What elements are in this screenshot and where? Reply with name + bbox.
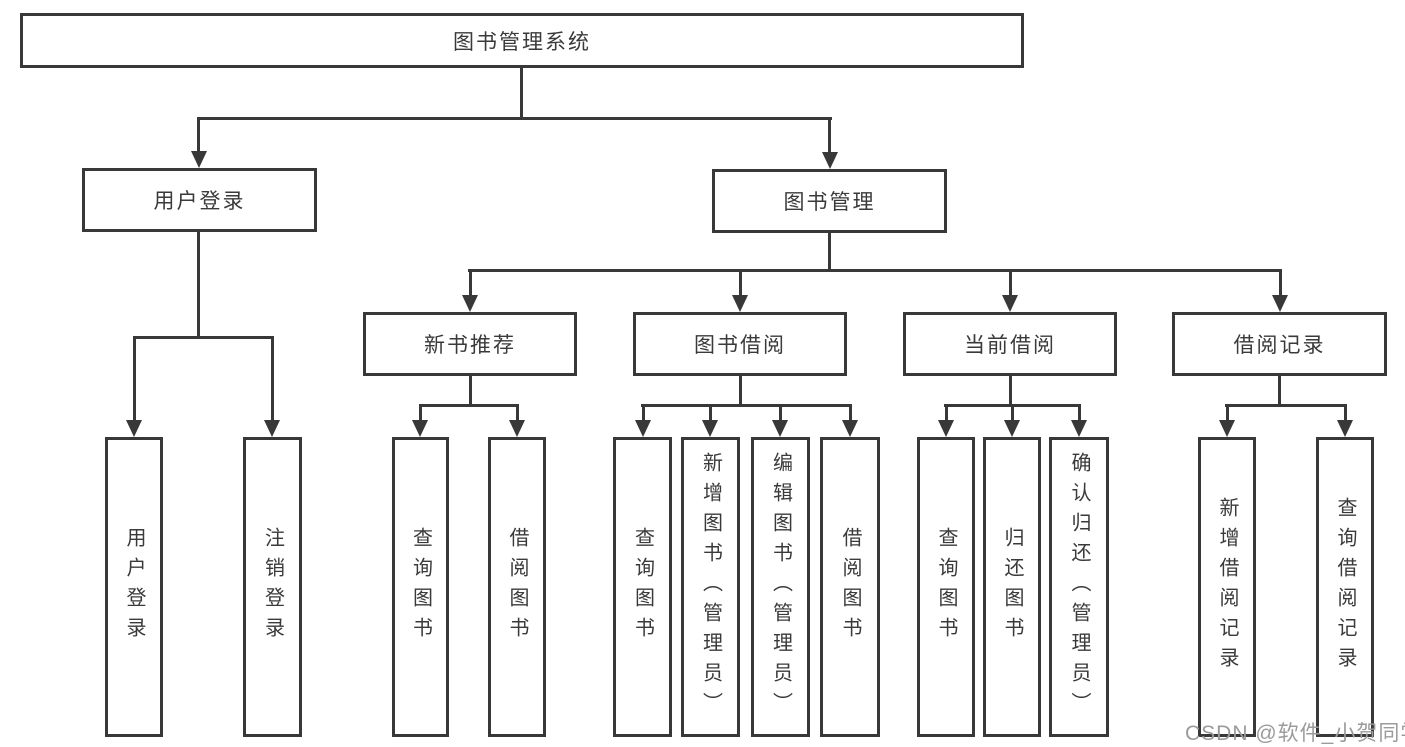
connector-new-book-trunk: [469, 374, 472, 407]
arrow-query-books-a: [412, 420, 428, 437]
arrow-borrow-books-b: [842, 420, 858, 437]
connector-book-mgmt-trunk: [828, 231, 831, 272]
leaf-borrow-books-borrow: 借阅图书: [820, 437, 880, 737]
connector-stem-current-borrow: [1009, 269, 1012, 297]
connector-current-borrow-trunk: [1009, 374, 1012, 407]
arrow-confirm-return: [1071, 420, 1087, 437]
connector-book-borrow-branch-bar: [641, 404, 851, 407]
connector-root-trunk: [520, 66, 523, 119]
arrow-current-borrow: [1002, 295, 1018, 312]
connector-user-login-trunk: [197, 230, 200, 339]
connector-stem-user-login: [197, 117, 200, 153]
leaf-add-borrow-record: 新增借阅记录: [1198, 437, 1256, 737]
leaf-query-books-recommend: 查询图书: [392, 437, 449, 737]
connector-stem-borrow-records: [1279, 269, 1282, 297]
connector-borrow-records-branch-bar: [1225, 404, 1346, 407]
connector-stem-edit-books: [779, 404, 782, 422]
node-book-borrow: 图书借阅: [633, 312, 847, 376]
arrow-add-record: [1219, 420, 1235, 437]
arrow-query-books-b: [635, 420, 651, 437]
node-root-system: 图书管理系统: [20, 13, 1024, 68]
connector-borrow-records-trunk: [1278, 374, 1281, 407]
leaf-query-borrow-record: 查询借阅记录: [1316, 437, 1374, 737]
connector-stem-logout-leaf: [271, 336, 274, 421]
connector-stem-book-borrow: [739, 269, 742, 297]
connector-stem-query-record: [1344, 404, 1347, 422]
node-user-login: 用户登录: [82, 168, 317, 232]
leaf-return-books: 归还图书: [983, 437, 1041, 737]
arrow-query-record: [1337, 420, 1353, 437]
connector-stem-query-books-c: [945, 404, 948, 422]
csdn-watermark: CSDN @软件_小贺同学: [1185, 722, 1405, 745]
leaf-user-login: 用户登录: [105, 437, 163, 737]
node-current-borrow: 当前借阅: [903, 312, 1117, 376]
leaf-add-books-admin: 新增图书（管理员）: [681, 437, 740, 737]
connector-stem-borrow-books-b: [849, 404, 852, 422]
connector-stem-book-management: [828, 117, 831, 154]
arrow-new-book: [462, 295, 478, 312]
leaf-query-books-current: 查询图书: [917, 437, 975, 737]
connector-stem-confirm-return: [1078, 404, 1081, 422]
node-borrow-records: 借阅记录: [1172, 312, 1387, 376]
connector-root-branch-bar: [197, 117, 832, 120]
arrow-login-leaf: [126, 420, 142, 437]
connector-new-book-branch-bar: [419, 404, 519, 407]
arrow-borrow-books-a: [509, 420, 525, 437]
connector-user-login-branch-bar: [133, 336, 274, 339]
connector-book-borrow-trunk: [739, 374, 742, 407]
connector-stem-query-books-b: [642, 404, 645, 422]
node-new-book-recommend: 新书推荐: [363, 312, 577, 376]
arrow-user-login: [191, 151, 207, 168]
node-book-management: 图书管理: [712, 169, 947, 233]
leaf-confirm-return-admin: 确认归还（管理员）: [1049, 437, 1109, 737]
connector-stem-return-books: [1011, 404, 1014, 422]
arrow-borrow-records: [1272, 295, 1288, 312]
arrow-add-books: [702, 420, 718, 437]
arrow-query-books-c: [938, 420, 954, 437]
leaf-borrow-books-recommend: 借阅图书: [488, 437, 546, 737]
arrow-logout-leaf: [264, 420, 280, 437]
connector-stem-add-books: [709, 404, 712, 422]
connector-stem-add-record: [1226, 404, 1229, 422]
arrow-book-management: [822, 152, 838, 169]
arrow-book-borrow: [732, 295, 748, 312]
leaf-edit-books-admin: 编辑图书（管理员）: [751, 437, 810, 737]
leaf-query-books-borrow: 查询图书: [613, 437, 672, 737]
connector-stem-new-book: [469, 269, 472, 297]
connector-stem-borrow-books-a: [516, 404, 519, 422]
arrow-edit-books: [772, 420, 788, 437]
leaf-logout: 注销登录: [243, 437, 302, 737]
connector-stem-login-leaf: [133, 336, 136, 421]
arrow-return-books: [1004, 420, 1020, 437]
connector-book-mgmt-branch-bar: [468, 269, 1282, 272]
connector-stem-query-books-a: [419, 404, 422, 422]
